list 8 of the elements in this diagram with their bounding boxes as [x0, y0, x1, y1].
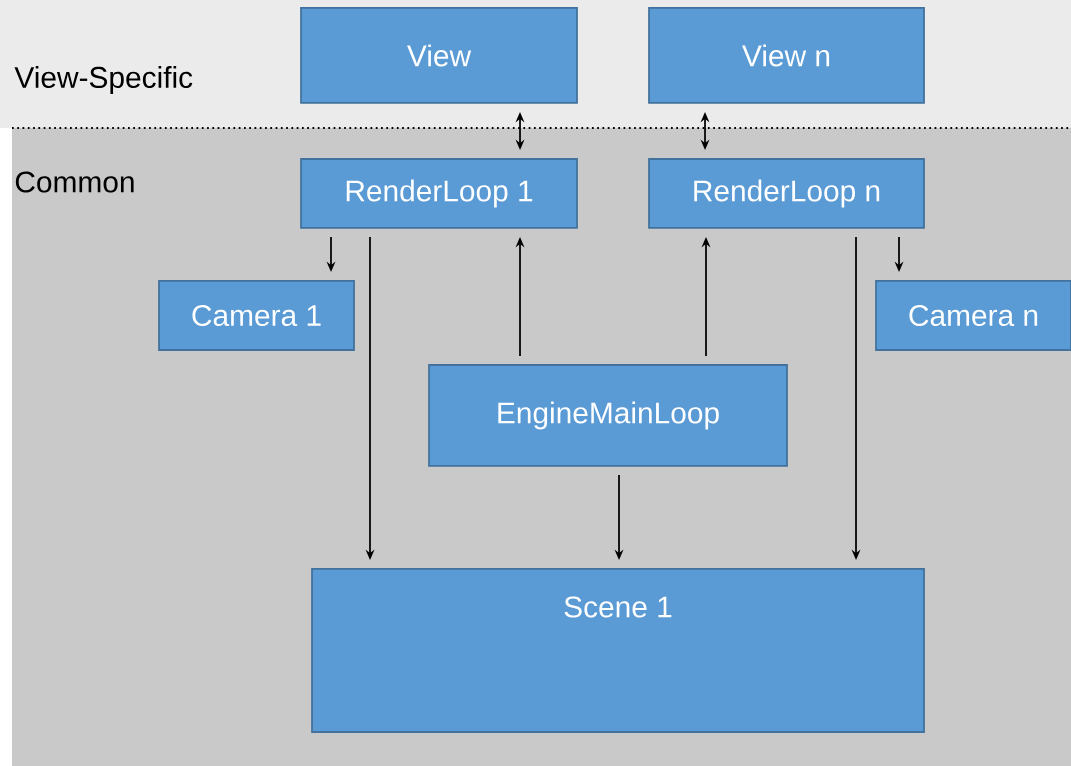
process-box: Camera n — [875, 280, 1071, 351]
process-box: RenderLoop 1 — [300, 158, 578, 229]
process-box: EngineMainLoop — [428, 364, 788, 467]
process-box: RenderLoop n — [648, 158, 925, 229]
process-box: View n — [648, 7, 925, 104]
process-box: View — [300, 7, 578, 104]
process-box: Camera 1 — [158, 280, 355, 351]
process-box: Scene 1 — [311, 568, 925, 733]
